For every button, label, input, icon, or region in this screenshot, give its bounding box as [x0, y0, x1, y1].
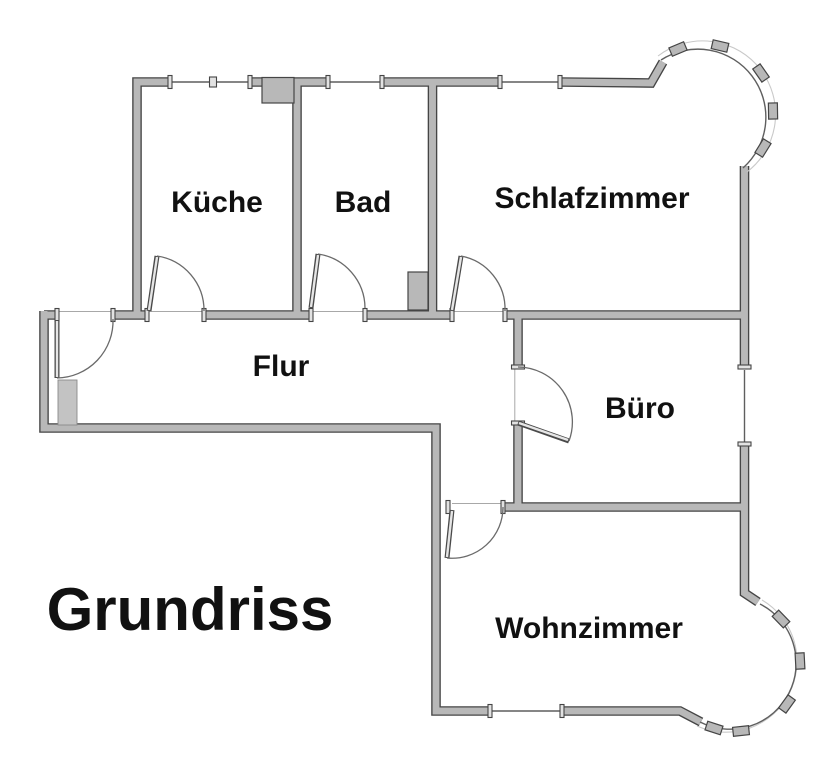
buero-door [517, 366, 574, 444]
schlafzimmer-bay-window [657, 39, 779, 173]
room-label-buero: Büro [605, 392, 675, 425]
room-labels: Küche Bad Schlafzimmer Flur Büro Wohnzim… [171, 182, 690, 645]
chimney-block [261, 76, 295, 104]
kueche-door [146, 255, 205, 312]
room-label-wohnzimmer: Wohnzimmer [495, 612, 683, 645]
window-mullion [208, 76, 218, 88]
doors [54, 253, 574, 559]
entrance-door [54, 318, 114, 379]
bay-window-posts [704, 609, 806, 737]
bad-duct-block [407, 271, 429, 311]
fixtures [57, 76, 429, 426]
page-title: Grundriss [47, 576, 334, 643]
room-label-flur: Flur [253, 350, 310, 383]
wohnzimmer-bay-window [696, 599, 806, 737]
room-label-bad: Bad [335, 186, 392, 219]
wohnzimmer-door [444, 506, 504, 559]
schlafzimmer-door [449, 255, 506, 312]
room-label-kueche: Küche [171, 186, 263, 219]
door-opening-lines [57, 311, 516, 504]
room-label-schlafzimmer: Schlafzimmer [494, 182, 689, 215]
bad-door [308, 253, 366, 309]
bay-window-posts [668, 39, 779, 158]
flur-cabinet-block [57, 379, 78, 426]
